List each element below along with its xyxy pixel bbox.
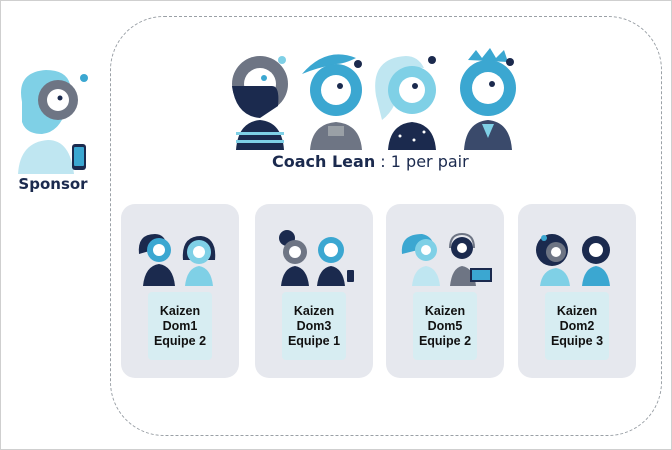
team-label-line2: Dom1 xyxy=(162,318,198,333)
team-label-line1: Kaizen xyxy=(424,303,466,318)
sponsor-avatar xyxy=(18,70,88,174)
team-label-3: Kaizen Dom5 Equipe 2 xyxy=(413,292,477,360)
coach-ratio: : 1 per pair xyxy=(375,152,469,171)
coach-avatar-2 xyxy=(302,54,362,150)
team-label-line3: Equipe 3 xyxy=(550,333,604,348)
team-label-line1: Kaizen xyxy=(159,303,201,318)
coach-avatar-3 xyxy=(375,56,436,150)
coach-role: Coach Lean xyxy=(272,152,376,171)
team-card-4: Kaizen Dom2 Equipe 3 xyxy=(518,204,636,378)
team-label-line1: Kaizen xyxy=(556,303,598,318)
team-label-line3: Equipe 1 xyxy=(287,333,341,348)
coach-avatar-1 xyxy=(232,56,288,150)
team-pair-avatars-2 xyxy=(279,230,354,286)
team-label-line2: Dom5 xyxy=(427,318,463,333)
sponsor-label: Sponsor xyxy=(18,175,88,193)
team-label-line3: Equipe 2 xyxy=(418,333,472,348)
team-label-1: Kaizen Dom1 Equipe 2 xyxy=(148,292,212,360)
team-label-line1: Kaizen xyxy=(293,303,335,318)
team-pair-avatars-1 xyxy=(138,234,216,286)
team-card-2: Kaizen Dom3 Equipe 1 xyxy=(255,204,373,378)
coach-avatar-4 xyxy=(460,48,516,150)
team-pair-avatars-4 xyxy=(536,234,610,286)
team-card-1: Kaizen Dom1 Equipe 2 xyxy=(121,204,239,378)
team-label-line2: Dom2 xyxy=(559,318,595,333)
team-label-line2: Dom3 xyxy=(296,318,332,333)
team-pair-avatars-3 xyxy=(401,232,492,286)
team-label-line3: Equipe 2 xyxy=(153,333,207,348)
team-label-4: Kaizen Dom2 Equipe 3 xyxy=(545,292,609,360)
team-card-3: Kaizen Dom5 Equipe 2 xyxy=(386,204,504,378)
coach-group-dashed-box xyxy=(110,16,662,436)
team-label-2: Kaizen Dom3 Equipe 1 xyxy=(282,292,346,360)
coach-lean-caption: Coach Lean : 1 per pair xyxy=(272,152,469,171)
